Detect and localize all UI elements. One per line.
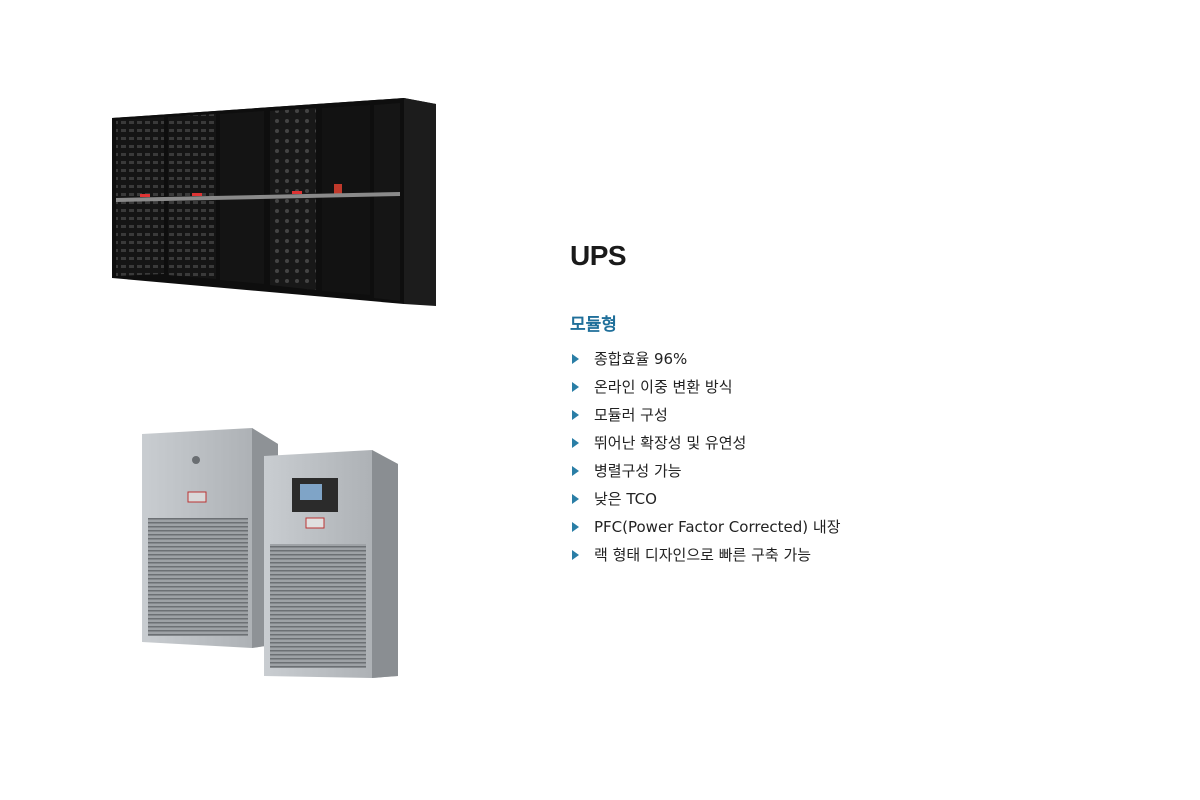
ups-tower-image [140, 426, 402, 678]
feature-text: PFC(Power Factor Corrected) 내장 [594, 518, 841, 536]
feature-item: 낮은 TCO [570, 485, 1130, 513]
feature-text: 종합효율 96% [594, 350, 688, 368]
feature-item: 모듈러 구성 [570, 401, 1130, 429]
triangle-bullet-icon [572, 438, 579, 448]
triangle-bullet-icon [572, 522, 579, 532]
feature-item: 랙 형태 디자인으로 빠른 구축 가능 [570, 541, 1130, 569]
feature-item: 뛰어난 확장성 및 유연성 [570, 429, 1130, 457]
product-info: UPS 모듈형 종합효율 96% 온라인 이중 변환 방식 모듈러 구성 뛰어난… [570, 240, 1130, 569]
feature-item: PFC(Power Factor Corrected) 내장 [570, 513, 1130, 541]
feature-item: 온라인 이중 변환 방식 [570, 373, 1130, 401]
feature-text: 모듈러 구성 [594, 406, 668, 424]
triangle-bullet-icon [572, 494, 579, 504]
product-title: UPS [570, 240, 627, 271]
triangle-bullet-icon [572, 354, 579, 364]
triangle-bullet-icon [572, 466, 579, 476]
ups-rack-image [112, 96, 436, 312]
triangle-bullet-icon [572, 382, 579, 392]
feature-text: 병렬구성 가능 [594, 462, 682, 480]
triangle-bullet-icon [572, 550, 579, 560]
triangle-bullet-icon [572, 410, 579, 420]
feature-text: 낮은 TCO [594, 490, 657, 508]
product-subtitle: 모듈형 [570, 315, 617, 335]
feature-list: 종합효율 96% 온라인 이중 변환 방식 모듈러 구성 뛰어난 확장성 및 유… [570, 345, 1130, 569]
feature-item: 종합효율 96% [570, 345, 1130, 373]
feature-text: 뛰어난 확장성 및 유연성 [594, 434, 747, 452]
feature-text: 랙 형태 디자인으로 빠른 구축 가능 [594, 546, 812, 564]
feature-text: 온라인 이중 변환 방식 [594, 378, 733, 396]
feature-item: 병렬구성 가능 [570, 457, 1130, 485]
